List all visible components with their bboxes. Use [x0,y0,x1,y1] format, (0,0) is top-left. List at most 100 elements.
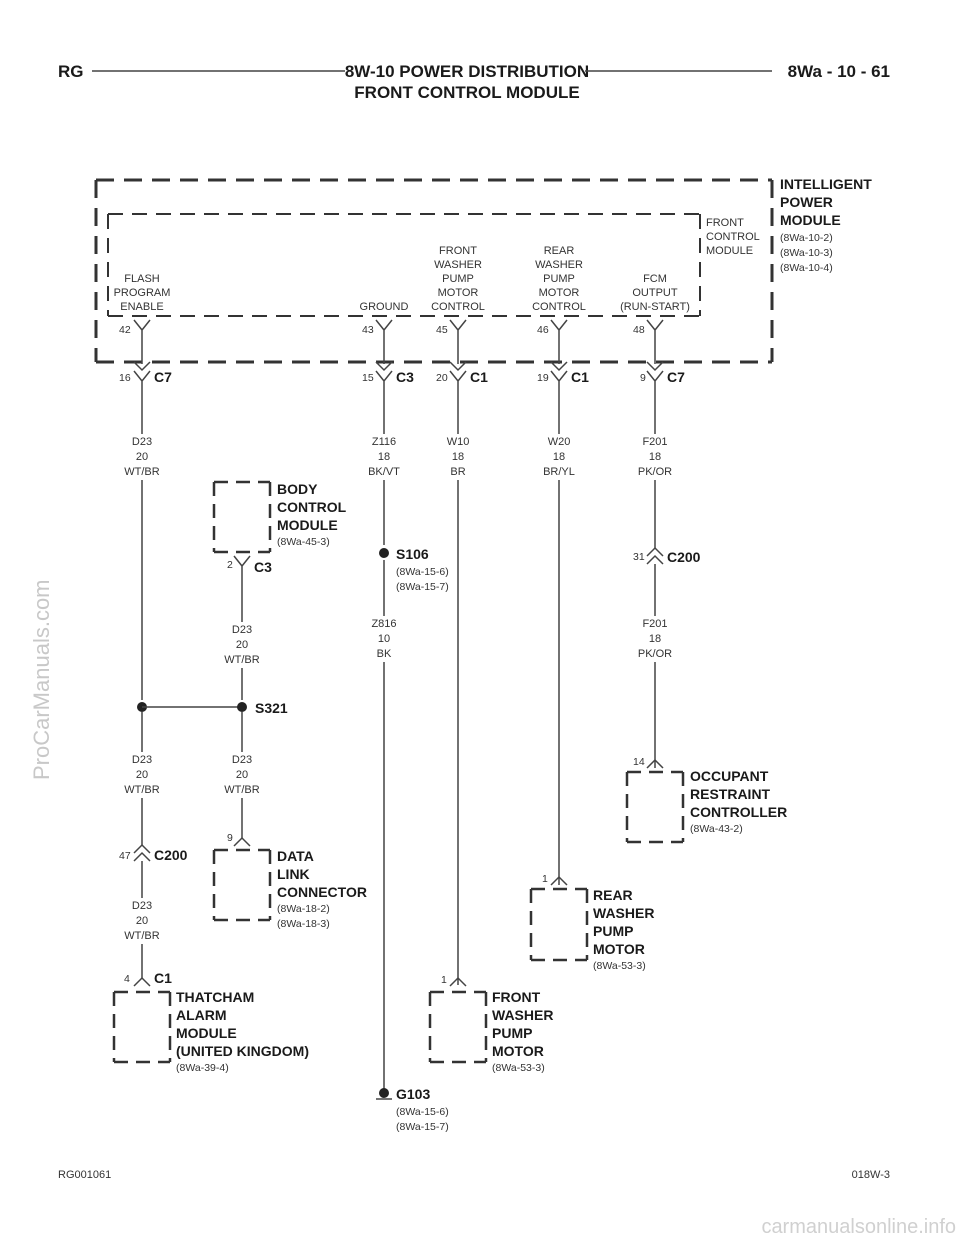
s321-splice: S321 D23 20 WT/BR D23 20 WT/BR [118,700,288,845]
pin-42: 42 [119,324,131,336]
s106-ref-1: (8Wa-15-6) [396,566,449,578]
wire3-gauge: 18 [452,451,464,463]
conn-arrow-c1-20 [449,361,467,372]
footer-right: 018W-3 [852,1169,890,1181]
fcm-name-3: MODULE [706,245,753,257]
conn-c1-20: C1 [470,369,488,385]
g103-ref-2: (8Wa-15-7) [396,1121,449,1133]
wire-d23-main [133,370,151,700]
g103-ground: G103 (8Wa-15-6) (8Wa-15-7) [376,1086,449,1133]
pin-label-fwp-5: CONTROL [431,301,485,313]
pin-label-rwp-5: CONTROL [532,301,586,313]
tam-module: 4 C1 THATCHAM ALARM MODULE (UNITED KINGD… [112,970,309,1074]
terminal-46 [550,319,568,364]
wire2-code: Z116 [372,436,396,448]
orc-name-2: RESTRAINT [690,786,771,802]
tam-name-1: THATCHAM [176,989,254,1005]
f201-lower-code: F201 [642,618,667,630]
conn-c3: C3 [396,369,414,385]
wire5-gauge: 18 [649,451,661,463]
c200-left-pin: 47 [119,850,131,862]
pin-label-fwp-3: PUMP [442,273,474,285]
orc-module: 14 OCCUPANT RESTRAINT CONTROLLER (8Wa-43… [625,756,787,844]
orc-terminal [646,758,664,769]
tam-name-2: ALARM [176,1007,227,1023]
bcm-wire-color: WT/BR [224,654,259,666]
pin-label-flash-3: ENABLE [120,301,163,313]
conn-arrow-c7-9 [646,361,664,372]
footer-left: RG001061 [58,1169,111,1181]
ipm-box: INTELLIGENT POWER MODULE (8Wa-10-2) (8Wa… [94,176,872,364]
front-motor-name-2: WASHER [492,1007,553,1023]
conn-c1-19: C1 [571,369,589,385]
watermark-bottom: carmanualsonline.info [761,1216,956,1238]
dlc-module: 9 DATA LINK CONNECTOR (8Wa-18-2) (8Wa-18… [212,832,367,930]
c200-right: 31 C200 F201 18 PK/OR [633,546,701,768]
ipm-connectors: 16 C7 15 C3 20 C1 19 C1 9 C7 [119,361,685,985]
wire-labels-top: D23 20 WT/BR Z116 18 BK/VT W10 18 BR W20… [118,434,677,480]
dlc-ref-1: (8Wa-18-2) [277,903,330,915]
wire5-code: F201 [642,436,667,448]
page-footer: RG001061 018W-3 [58,1169,890,1181]
ipm-border [94,178,774,364]
pin-label-fcm-3: (RUN-START) [620,301,690,313]
orc-name-3: CONTROLLER [690,804,787,820]
pin-43: 43 [362,324,374,336]
pin-label-rwp-3: PUMP [543,273,575,285]
s321-right-color: WT/BR [224,784,259,796]
tam-name-3: MODULE [176,1025,237,1041]
front-motor-name-1: FRONT [492,989,541,1005]
fcm-terminals: 42 43 45 46 48 [119,319,664,364]
fcm-pin-labels: FLASH PROGRAM ENABLE GROUND FRONT WASHER… [114,245,690,313]
cpin-16: 16 [119,372,131,384]
front-motor-border [428,990,488,1064]
watermark-left: ProCarManuals.com [29,579,54,780]
dlc-name-1: DATA [277,848,314,864]
orc-ref: (8Wa-43-2) [690,823,743,835]
page-header: RG 8W-10 POWER DISTRIBUTION FRONT CONTRO… [58,62,890,102]
terminal-42 [133,319,151,364]
s106-dot [379,548,389,558]
orc-pin: 14 [633,756,645,768]
cpin-15: 15 [362,372,374,384]
orc-name-1: OCCUPANT [690,768,769,784]
bcm-name-2: CONTROL [277,499,347,515]
header-page: 8Wa - 10 - 61 [788,62,890,81]
bcm-name-1: BODY [277,481,318,497]
pin-label-flash-1: FLASH [124,273,160,285]
ipm-ref-1: (8Wa-10-2) [780,232,833,244]
s106-name: S106 [396,546,429,562]
wire2-gauge: 18 [378,451,390,463]
terminal-48 [646,319,664,364]
tam-terminal [133,976,151,987]
front-motor-pin: 1 [441,974,447,986]
tam-conn: C1 [154,970,172,986]
terminal-43 [375,319,393,364]
rear-motor-name-1: REAR [593,887,633,903]
s106-wire-code: Z816 [371,618,396,630]
rear-motor-pin: 1 [542,873,548,885]
pin-label-rwp-4: MOTOR [539,287,580,299]
fcm-name-1: FRONT [706,217,744,229]
pin-label-fwp-1: FRONT [439,245,477,257]
s321-right-code: D23 [232,754,252,766]
s321-left-gauge: 20 [136,769,148,781]
tam-ref: (8Wa-39-4) [176,1062,229,1074]
cpin-9: 9 [640,372,646,384]
orc-border [625,770,685,844]
dlc-ref-2: (8Wa-18-3) [277,918,330,930]
g103-name: G103 [396,1086,430,1102]
s106-ref-2: (8Wa-15-7) [396,581,449,593]
conn-c7-right: C7 [667,369,685,385]
terminal-45 [449,319,467,364]
cpin-20: 20 [436,372,448,384]
dlc-terminal [233,836,251,847]
bcm-border [212,480,272,554]
s106-splice: S106 (8Wa-15-6) (8Wa-15-7) Z816 10 BK [362,546,449,1092]
header-title-1: 8W-10 POWER DISTRIBUTION [345,62,589,81]
dlc-pin: 9 [227,832,233,844]
pin-48: 48 [633,324,645,336]
c200-left-code: D23 [132,900,152,912]
conn-arrow-c7-16 [133,361,151,372]
wire5-color: PK/OR [638,466,672,478]
